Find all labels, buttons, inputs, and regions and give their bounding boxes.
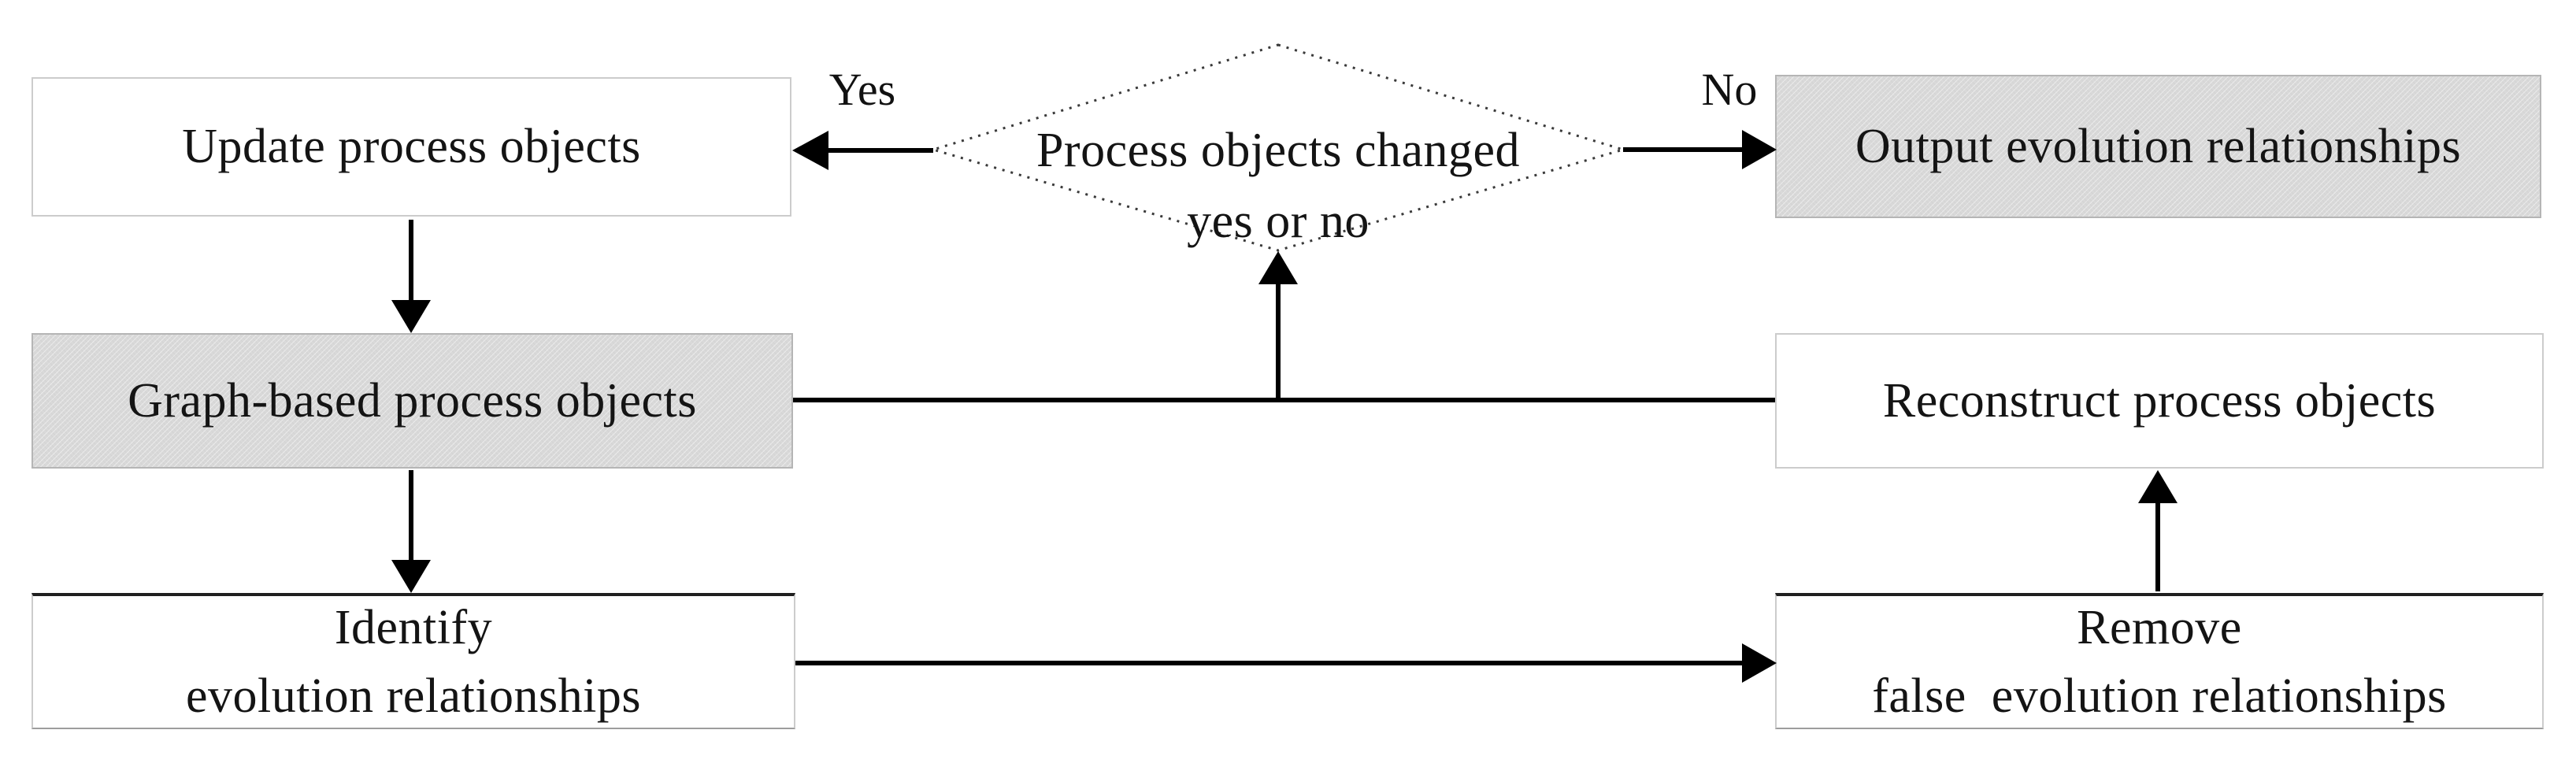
- arrowhead-decision-to-update: [792, 131, 828, 170]
- edge-label-yes: Yes: [828, 64, 896, 115]
- node-graph-based-process-objects-label: Graph-based process objects: [128, 373, 697, 428]
- node-output-evolution-relationships: Output evolution relationships: [1775, 75, 2541, 218]
- edge-label-no: No: [1701, 64, 1758, 115]
- node-update-process-objects-label: Update process objects: [182, 120, 641, 174]
- arrowhead-update-to-graph-based: [391, 300, 431, 333]
- node-identify-evolution-relationships: Identify evolution relationships: [32, 593, 795, 729]
- node-remove-false-evolution-relationships: Remove false evolution relationships: [1775, 593, 2544, 729]
- node-reconstruct-process-objects: Reconstruct process objects: [1775, 333, 2544, 469]
- arrowhead-remove-to-reconstruct: [2138, 470, 2178, 503]
- node-output-evolution-relationships-label: Output evolution relationships: [1855, 119, 2462, 173]
- node-update-process-objects: Update process objects: [32, 77, 791, 217]
- node-graph-based-process-objects: Graph-based process objects: [32, 333, 793, 469]
- node-decision-label: Process objects changed yes or no: [1036, 124, 1521, 248]
- node-identify-evolution-relationships-label: Identify evolution relationships: [185, 600, 642, 723]
- arrowhead-graph-based-to-identify: [391, 560, 431, 593]
- node-reconstruct-process-objects-label: Reconstruct process objects: [1882, 373, 2437, 428]
- node-remove-false-evolution-relationships-label: Remove false evolution relationships: [1872, 600, 2447, 723]
- arrowhead-identify-to-remove: [1742, 643, 1777, 683]
- arrowhead-decision-to-output: [1742, 130, 1777, 169]
